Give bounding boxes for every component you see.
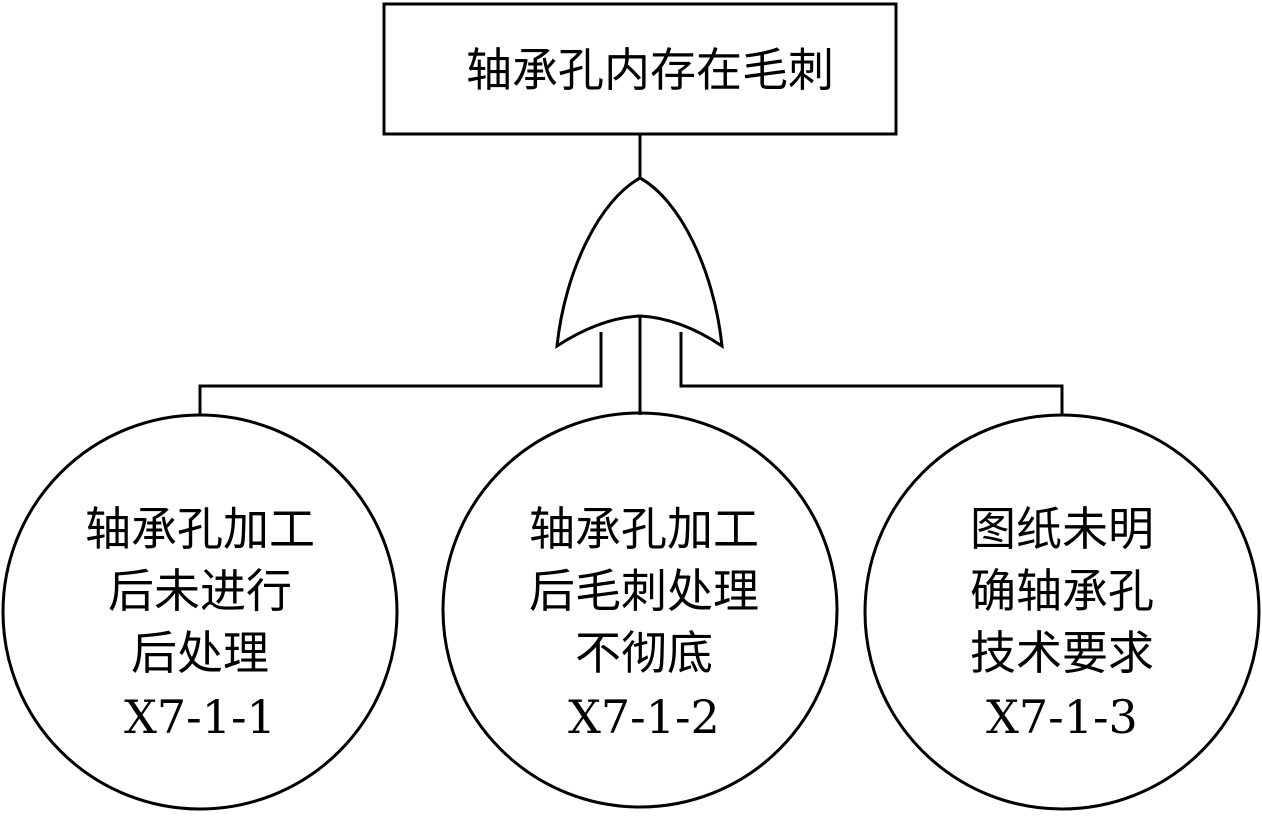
- basic-event-1: 轴承孔加工 后未进行 后处理 X7-1-1: [1, 413, 399, 811]
- connector-right: [679, 332, 1064, 415]
- event-code: X7-1-3: [986, 690, 1138, 744]
- event-code: X7-1-2: [568, 690, 720, 744]
- basic-event-2: 轴承孔加工 后毛刺处理 不彻底 X7-1-2: [441, 411, 839, 809]
- event-text-line: 后毛刺处理: [529, 564, 759, 618]
- event-code: X7-1-1: [124, 690, 276, 744]
- event-text-line: 后处理: [131, 626, 269, 680]
- event-text-line: 轴承孔加工: [529, 502, 759, 556]
- event-text-line: 技术要求: [970, 626, 1154, 680]
- event-text-line: 图纸未明: [970, 502, 1154, 556]
- basic-event-3: 图纸未明 确轴承孔 技术要求 X7-1-3: [863, 413, 1261, 811]
- event-text-line: 轴承孔加工: [85, 502, 315, 556]
- top-event-label: 轴承孔内存在毛刺: [466, 43, 834, 97]
- event-text-line: 后未进行: [108, 564, 292, 618]
- connector-left: [198, 332, 603, 415]
- event-text-line: 确轴承孔: [970, 564, 1154, 618]
- event-text-line: 不彻底: [575, 626, 713, 680]
